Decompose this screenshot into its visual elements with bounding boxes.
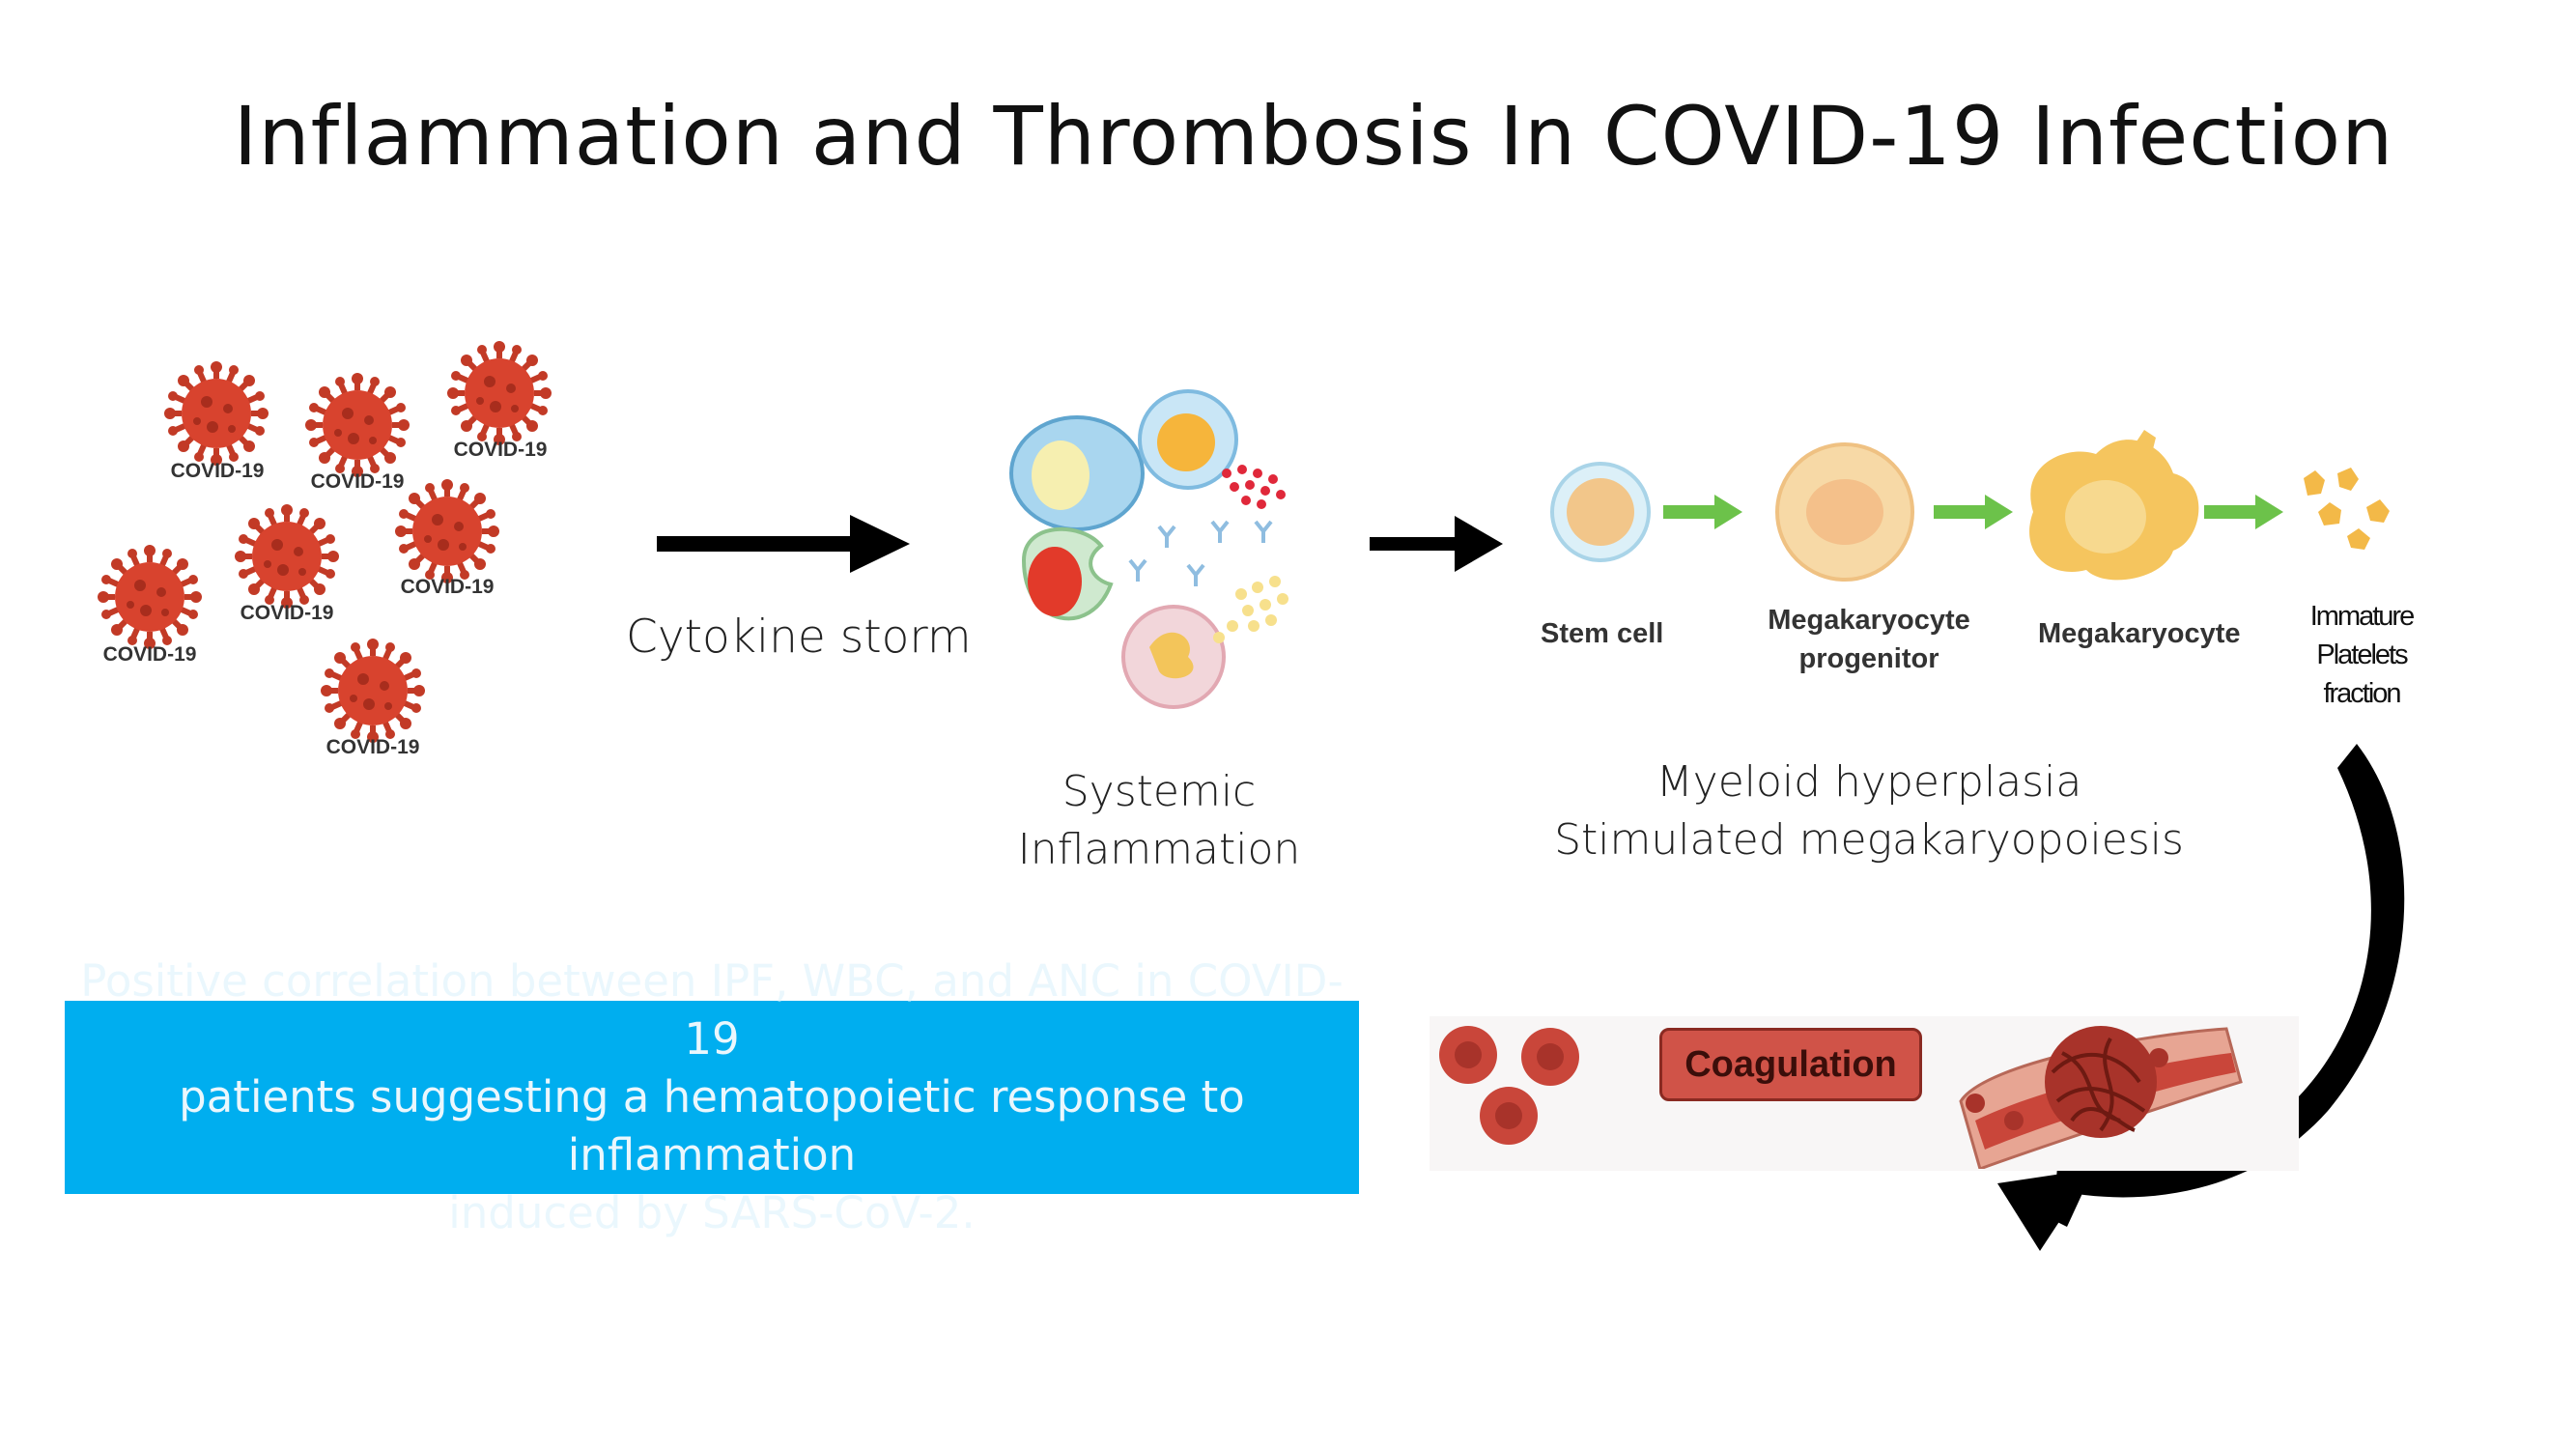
info-text-line1: Positive correlation between IPF, WBC, a… — [80, 955, 1344, 1065]
virus-label: COVID-19 — [170, 460, 265, 482]
systemic-label-line1: Systemic — [1062, 767, 1257, 816]
progenitor-label-line1: Megakaryocyte — [1768, 605, 1970, 636]
myeloid-label: Myeloid hyperplasia Stimulated megakaryo… — [1545, 753, 2193, 869]
immune-cells-cluster — [1009, 389, 1288, 709]
platelets-label-line3: fraction — [2323, 678, 2401, 709]
cytokine-arrow — [657, 515, 910, 573]
progenitor-label-line2: progenitor — [1798, 643, 1939, 674]
virus-label: COVID-19 — [326, 736, 420, 758]
cytokine-storm-label: Cytokine storm — [626, 611, 972, 664]
curved-arrow — [1997, 744, 2405, 1251]
coagulation-label: Coagulation — [1659, 1028, 1922, 1101]
info-box: Positive correlation between IPF, WBC, a… — [65, 955, 1359, 1238]
megakaryocyte-progenitor-label: Megakaryocyte progenitor — [1753, 601, 1985, 678]
systemic-label-line2: Inflammation — [1017, 825, 1301, 874]
platelets-label-line2: Platelets — [2316, 639, 2408, 670]
stem-cell-label: Stem cell — [1541, 618, 1664, 649]
myeloid-label-line1: Myeloid hyperplasia — [1656, 757, 2082, 807]
megakaryocyte-label: Megakaryocyte — [2038, 618, 2241, 649]
virus-label: COVID-19 — [240, 602, 334, 624]
systemic-inflammation-label: Systemic Inflammation — [1014, 763, 1304, 879]
platelets-label-line1: Immature — [2309, 601, 2415, 632]
diagram-title: Inflammation and Thrombosis In COVID-19 … — [233, 89, 2394, 184]
virus-cluster — [87, 328, 589, 782]
myeloid-label-line2: Stimulated megakaryopoiesis — [1554, 815, 2184, 865]
megakaryopoiesis-sequence — [1550, 430, 2390, 582]
info-text: Positive correlation between IPF, WBC, a… — [65, 952, 1359, 1242]
info-text-line2: patients suggesting a hematopoietic resp… — [179, 1071, 1245, 1180]
virus-label: COVID-19 — [102, 643, 197, 666]
virus-label: COVID-19 — [400, 576, 495, 598]
immature-platelets-label: Immature Platelets fraction — [2289, 597, 2434, 713]
virus-label: COVID-19 — [453, 439, 548, 461]
inflammation-arrow — [1370, 516, 1503, 572]
info-text-line3: induced by SARS-CoV-2. — [448, 1187, 976, 1238]
red-blood-cells — [1439, 1026, 1579, 1145]
virus-label: COVID-19 — [310, 470, 405, 493]
blood-vessel-clot — [1959, 1026, 2243, 1169]
